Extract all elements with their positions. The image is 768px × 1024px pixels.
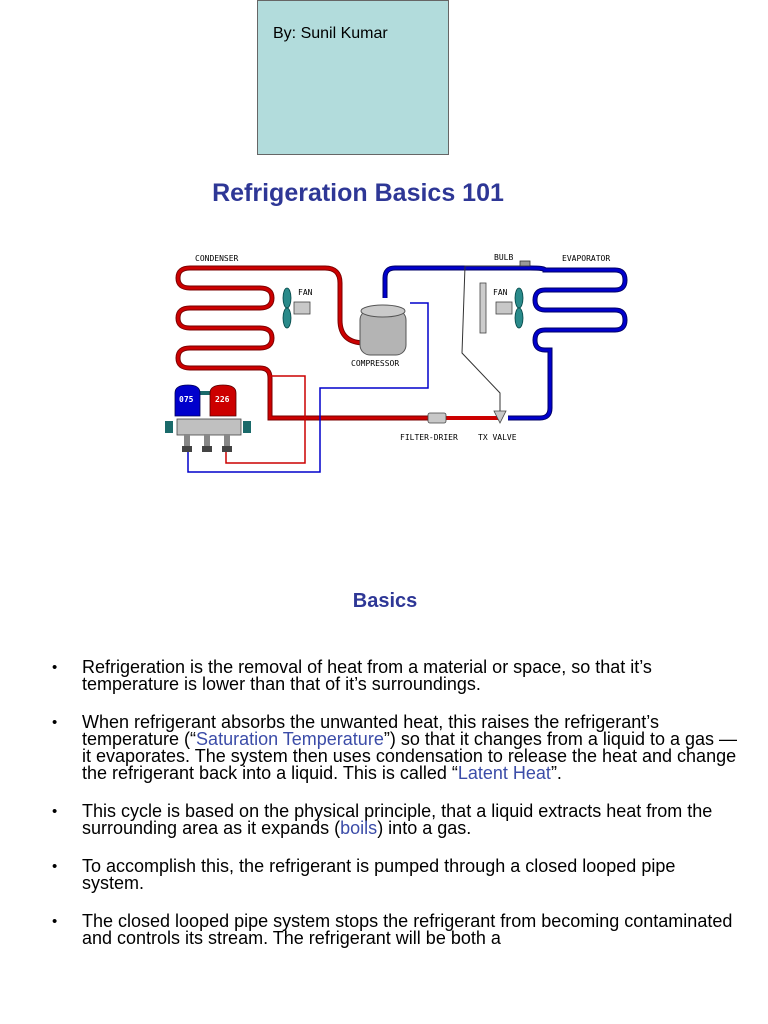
evaporator-fan bbox=[495, 287, 524, 329]
list-item: • To accomplish this, the refrigerant is… bbox=[52, 856, 676, 893]
condenser-loops-inner bbox=[176, 266, 430, 420]
author-name: By: Sunil Kumar bbox=[273, 25, 388, 42]
bullet-dot: • bbox=[52, 659, 58, 676]
bulb-capillary bbox=[461, 265, 525, 413]
gauge-high-reading: 226 bbox=[215, 395, 230, 404]
list-item: • This cycle is based on the physical pr… bbox=[52, 801, 713, 838]
list-item: • Refrigeration is the removal of heat f… bbox=[52, 657, 652, 694]
refrigeration-cycle-diagram: CONDENSER BULB EVAPORATOR FAN FAN COMPRE… bbox=[165, 253, 628, 473]
term-latent-heat: Latent Heat bbox=[457, 763, 551, 783]
bullet-dot: • bbox=[52, 913, 58, 930]
high-side-hose bbox=[225, 375, 306, 464]
gauge-manifold bbox=[165, 384, 251, 452]
low-side-hose bbox=[187, 302, 429, 473]
term-boils: boils bbox=[340, 818, 378, 838]
evaporator-baffle bbox=[479, 282, 487, 334]
bullet-dot: • bbox=[52, 858, 58, 875]
list-item: • The closed looped pipe system stops th… bbox=[52, 911, 733, 948]
label-compressor: COMPRESSOR bbox=[351, 359, 399, 368]
page-title: Refrigeration Basics 101 bbox=[212, 179, 504, 207]
compressor bbox=[359, 304, 407, 356]
list-item: • When refrigerant absorbs the unwanted … bbox=[52, 712, 737, 783]
bullet-dot: • bbox=[52, 803, 58, 820]
bulb bbox=[519, 260, 531, 267]
filter-drier bbox=[427, 412, 447, 424]
label-tx-valve: TX VALVE bbox=[478, 433, 517, 442]
label-bulb: BULB bbox=[494, 253, 513, 262]
label-fan-left: FAN bbox=[298, 288, 313, 297]
label-fan-right: FAN bbox=[493, 288, 508, 297]
gauge-low-reading: 075 bbox=[179, 395, 194, 404]
section-heading: Basics bbox=[352, 590, 418, 612]
condenser-coil-inner bbox=[190, 266, 385, 345]
suction-line-inner bbox=[383, 266, 627, 420]
author-box: By: Sunil Kumar bbox=[257, 0, 449, 155]
condenser-fan bbox=[282, 287, 311, 329]
label-condenser: CONDENSER bbox=[195, 254, 239, 263]
bullet-list: • Refrigeration is the removal of heat f… bbox=[52, 657, 742, 968]
bullet-dot: • bbox=[52, 714, 58, 731]
tx-valve bbox=[493, 410, 507, 424]
label-evaporator: EVAPORATOR bbox=[562, 254, 610, 263]
term-saturation-temperature: Saturation Temperature bbox=[196, 729, 384, 749]
label-filter-drier: FILTER-DRIER bbox=[400, 433, 458, 442]
